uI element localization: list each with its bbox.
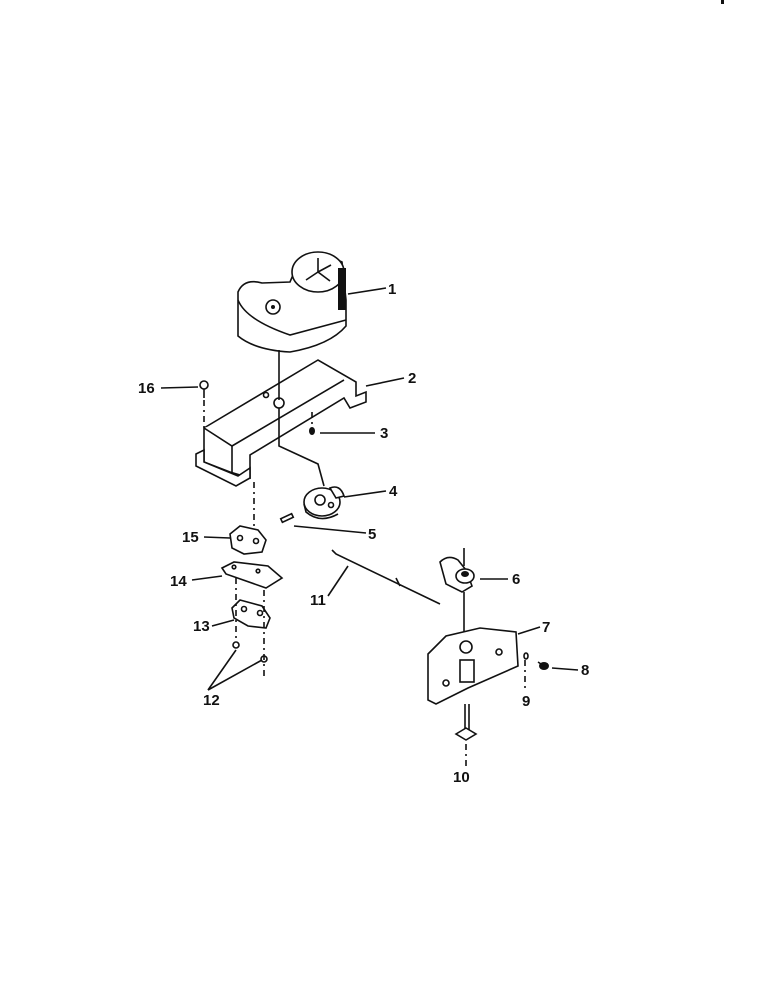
callout-11: 11 — [310, 592, 326, 609]
callout-16: 16 — [138, 380, 155, 397]
switch-bracket-part — [427, 627, 519, 705]
callout-14: 14 — [170, 573, 187, 590]
callout-6: 6 — [512, 571, 520, 588]
callout-5: 5 — [368, 526, 376, 543]
cam-part — [303, 486, 346, 520]
callout-9: 9 — [522, 693, 530, 710]
screw-3-part — [309, 427, 315, 435]
callout-10: 10 — [453, 769, 470, 786]
mounting-bracket-part — [195, 359, 367, 487]
timer-motor-part — [237, 251, 347, 353]
callout-13: 13 — [193, 618, 210, 635]
screw-8-part — [537, 661, 549, 670]
leader-lines — [160, 287, 579, 691]
insulator-plate-part — [220, 561, 284, 589]
pin-part — [279, 512, 295, 524]
corner-mark — [721, 0, 724, 4]
callout-15: 15 — [182, 529, 199, 546]
washer-part — [523, 652, 529, 660]
callout-4: 4 — [389, 483, 398, 500]
screw-16-part — [199, 380, 209, 398]
assembly-lines — [203, 350, 526, 766]
callout-8: 8 — [581, 662, 589, 679]
switch-15-part — [229, 525, 267, 555]
nuts-part — [232, 641, 268, 663]
callout-12: 12 — [203, 692, 220, 709]
callout-labels: 1 2 3 4 5 6 7 8 9 10 11 12 13 14 15 16 — [138, 281, 589, 786]
callout-7: 7 — [542, 619, 550, 636]
callout-2: 2 — [408, 370, 416, 387]
callout-1: 1 — [388, 281, 396, 298]
cam-follower-part — [439, 556, 475, 593]
switch-13-part — [231, 599, 271, 629]
callout-3: 3 — [380, 425, 388, 442]
bolt-part — [454, 704, 478, 741]
rod-part — [331, 549, 441, 605]
